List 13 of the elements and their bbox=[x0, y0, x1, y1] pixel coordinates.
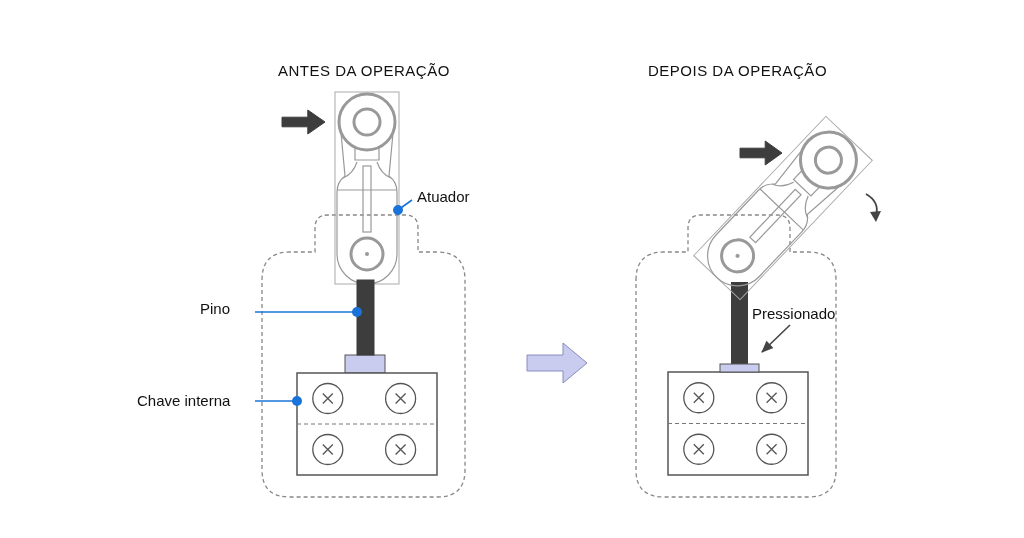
view-title: DEPOIS DA OPERAÇÃO bbox=[648, 62, 828, 80]
actuator-lever bbox=[334, 91, 400, 285]
leader-line bbox=[254, 307, 362, 317]
part-label: Pino bbox=[200, 300, 231, 318]
arrow bbox=[761, 324, 791, 353]
part-label: Chave interna bbox=[137, 392, 231, 410]
part-label: Pressionado bbox=[752, 305, 836, 323]
pin bbox=[356, 279, 375, 356]
plunger bbox=[719, 363, 760, 373]
leader-line bbox=[254, 396, 302, 406]
switch-block bbox=[296, 372, 438, 476]
leader-line bbox=[393, 199, 413, 215]
part-label: Atuador bbox=[417, 188, 470, 206]
